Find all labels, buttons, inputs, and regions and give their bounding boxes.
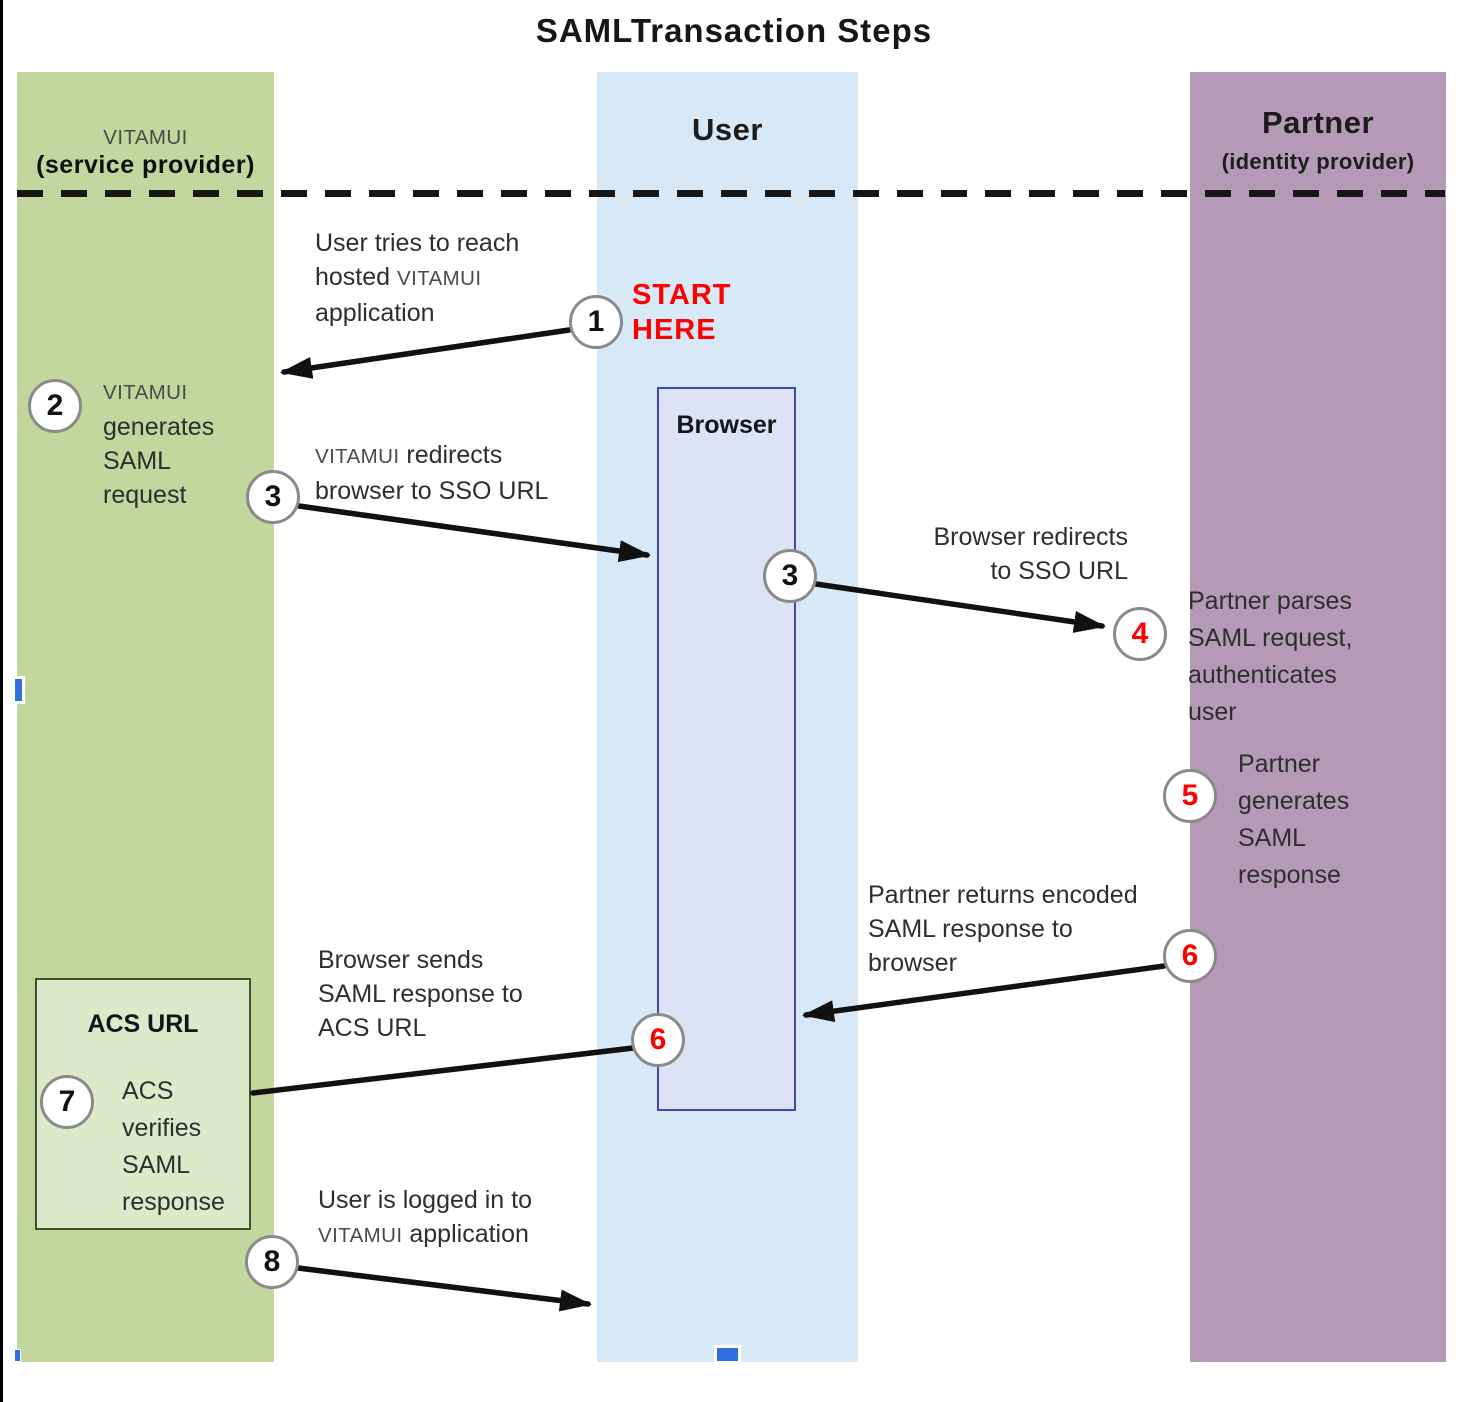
arrow-step3-to-browser <box>296 503 651 562</box>
arrow-step8-to-user <box>295 1265 592 1312</box>
step-circle-7: 7 <box>40 1075 94 1129</box>
lane-header-service-provider: VITAMUI (service provider) <box>17 122 274 180</box>
step-circle-6-left: 6 <box>631 1013 685 1067</box>
step-circle-5: 5 <box>1163 769 1217 823</box>
swimlane-divider-dashed-line <box>17 190 1445 197</box>
step-circle-6-right: 6 <box>1163 929 1217 983</box>
lane-header-user: User <box>692 112 763 147</box>
line-step6-to-acs <box>250 1045 636 1096</box>
step-circle-1: 1 <box>569 295 623 349</box>
service-provider-name: VITAMUI <box>103 126 188 149</box>
acs-url-box: ACS URL <box>35 978 251 1230</box>
step-circle-3-right: 3 <box>763 549 817 603</box>
arrow-step1-to-sp <box>280 327 572 379</box>
step-circle-3-left: 3 <box>246 470 300 524</box>
step-circle-2: 2 <box>28 379 82 433</box>
selection-handle[interactable] <box>714 1345 741 1364</box>
identity-provider-subtitle: (identity provider) <box>1221 149 1415 174</box>
step-circle-4: 4 <box>1113 607 1167 661</box>
arrow-step3-to-partner <box>813 581 1106 633</box>
diagram-title: SAMLTransaction Steps <box>535 12 933 49</box>
left-border-line <box>0 0 3 1402</box>
lane-identity-provider <box>1190 72 1446 1362</box>
text-cursor-mark <box>12 676 25 704</box>
browser-box: Browser <box>657 387 796 1111</box>
service-provider-subtitle: (service provider) <box>36 151 255 179</box>
text-cursor-mark-bottom <box>14 1349 21 1362</box>
browser-box-label: Browser <box>676 411 777 439</box>
identity-provider-name: Partner <box>1261 105 1375 140</box>
step-circle-8: 8 <box>245 1235 299 1289</box>
acs-url-box-label: ACS URL <box>87 1010 199 1038</box>
lane-header-identity-provider: Partner (identity provider) <box>1190 105 1446 175</box>
